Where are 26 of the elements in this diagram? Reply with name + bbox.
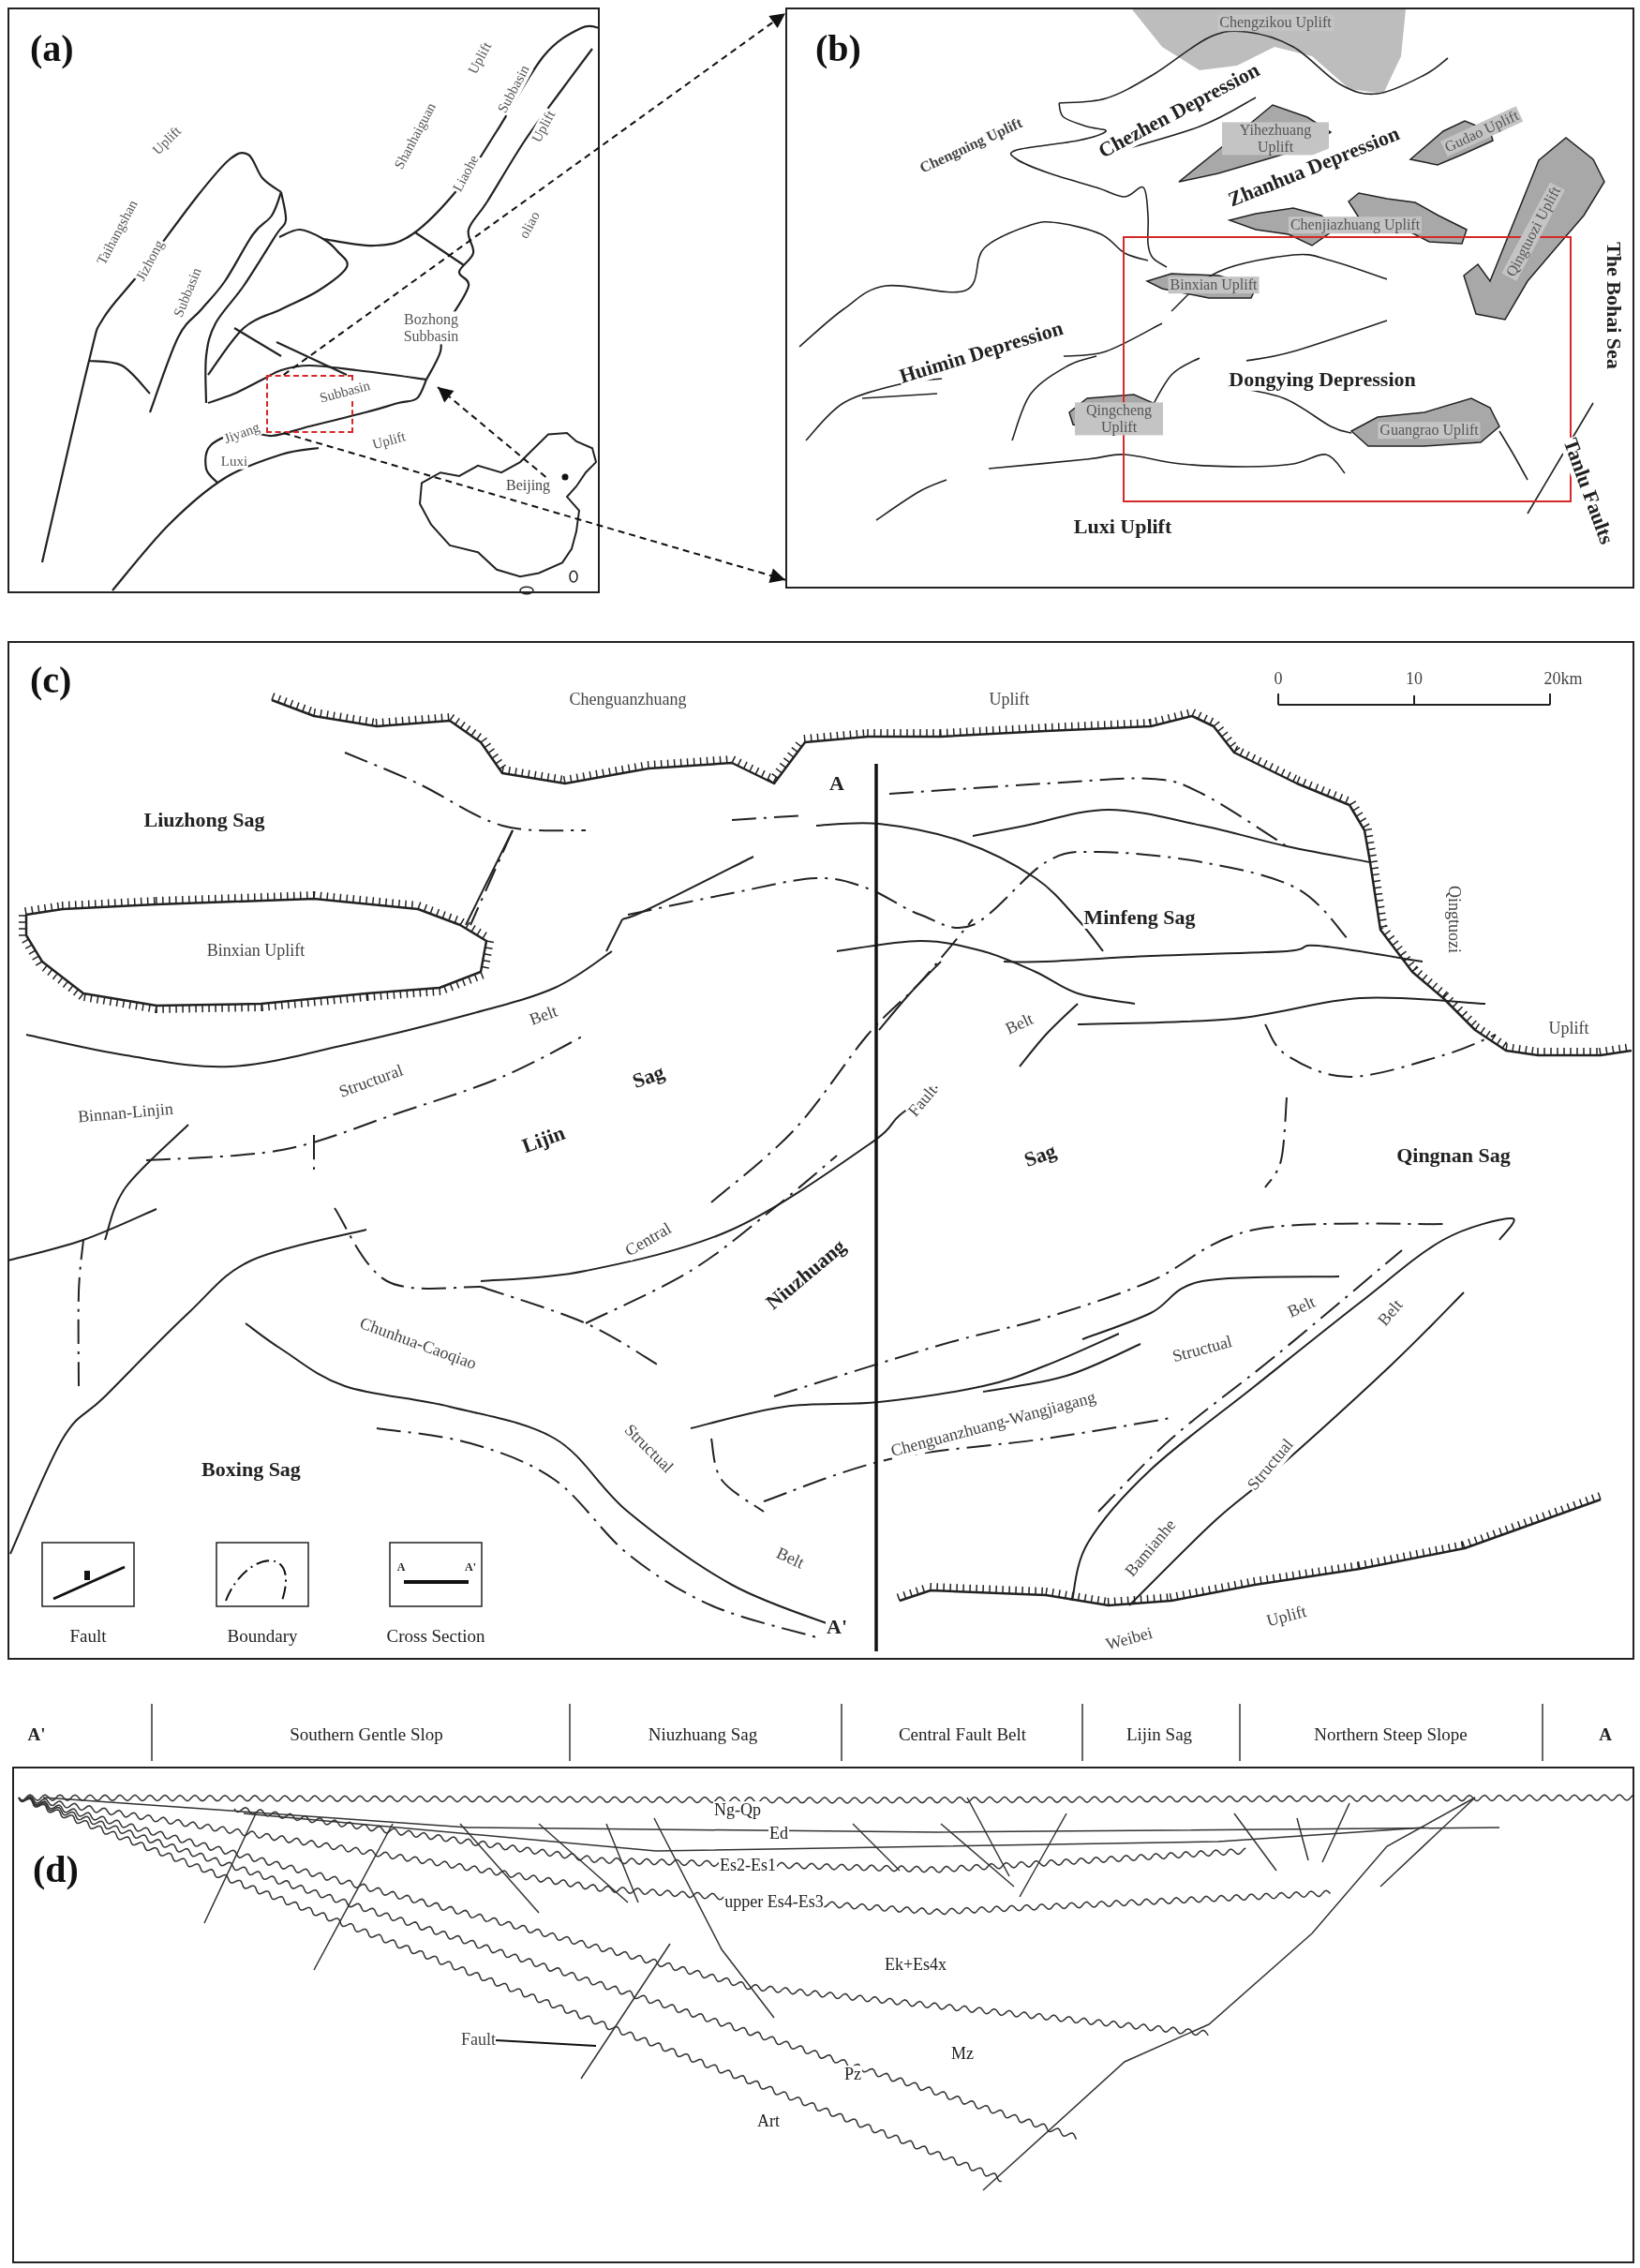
panel-letter: (d) <box>33 1851 79 1888</box>
region-label: Uplift <box>1547 1020 1590 1038</box>
panel-letter: (c) <box>30 662 72 699</box>
region-label: Binxian Uplift <box>1168 276 1260 293</box>
region-label: Uplift <box>988 691 1031 709</box>
stratum-label: Ng-Qp <box>713 1801 762 1820</box>
region-label: Chenguanzhuang <box>568 691 688 709</box>
dashed-arrow <box>437 386 547 478</box>
stratum-label: upper Es4-Es3 <box>723 1893 825 1912</box>
panel-letter: (b) <box>815 30 861 67</box>
region-label: Chengzikou Uplift <box>1217 14 1334 31</box>
region-label: Qingcheng Uplift <box>1075 402 1163 436</box>
cross-section-panel <box>12 1767 1634 2263</box>
dashed-arrow <box>282 12 786 376</box>
leader-line <box>495 2038 597 2047</box>
legend-label: Boundary <box>227 1626 298 1647</box>
region-label: Chenjiazhuang Uplift <box>1288 216 1423 233</box>
map-panel <box>785 7 1634 589</box>
panel-letter: (a) <box>30 30 74 67</box>
region-label: Qingtuozi <box>1444 885 1463 954</box>
dashed-arrow <box>282 432 786 583</box>
region-label: Guangrao Uplift <box>1378 422 1481 439</box>
legend-label: Cross Section <box>386 1626 485 1647</box>
city-label: Beijing <box>506 477 551 494</box>
region-label: Binxian Uplift <box>205 942 306 961</box>
legend-label: Fault <box>69 1626 107 1647</box>
